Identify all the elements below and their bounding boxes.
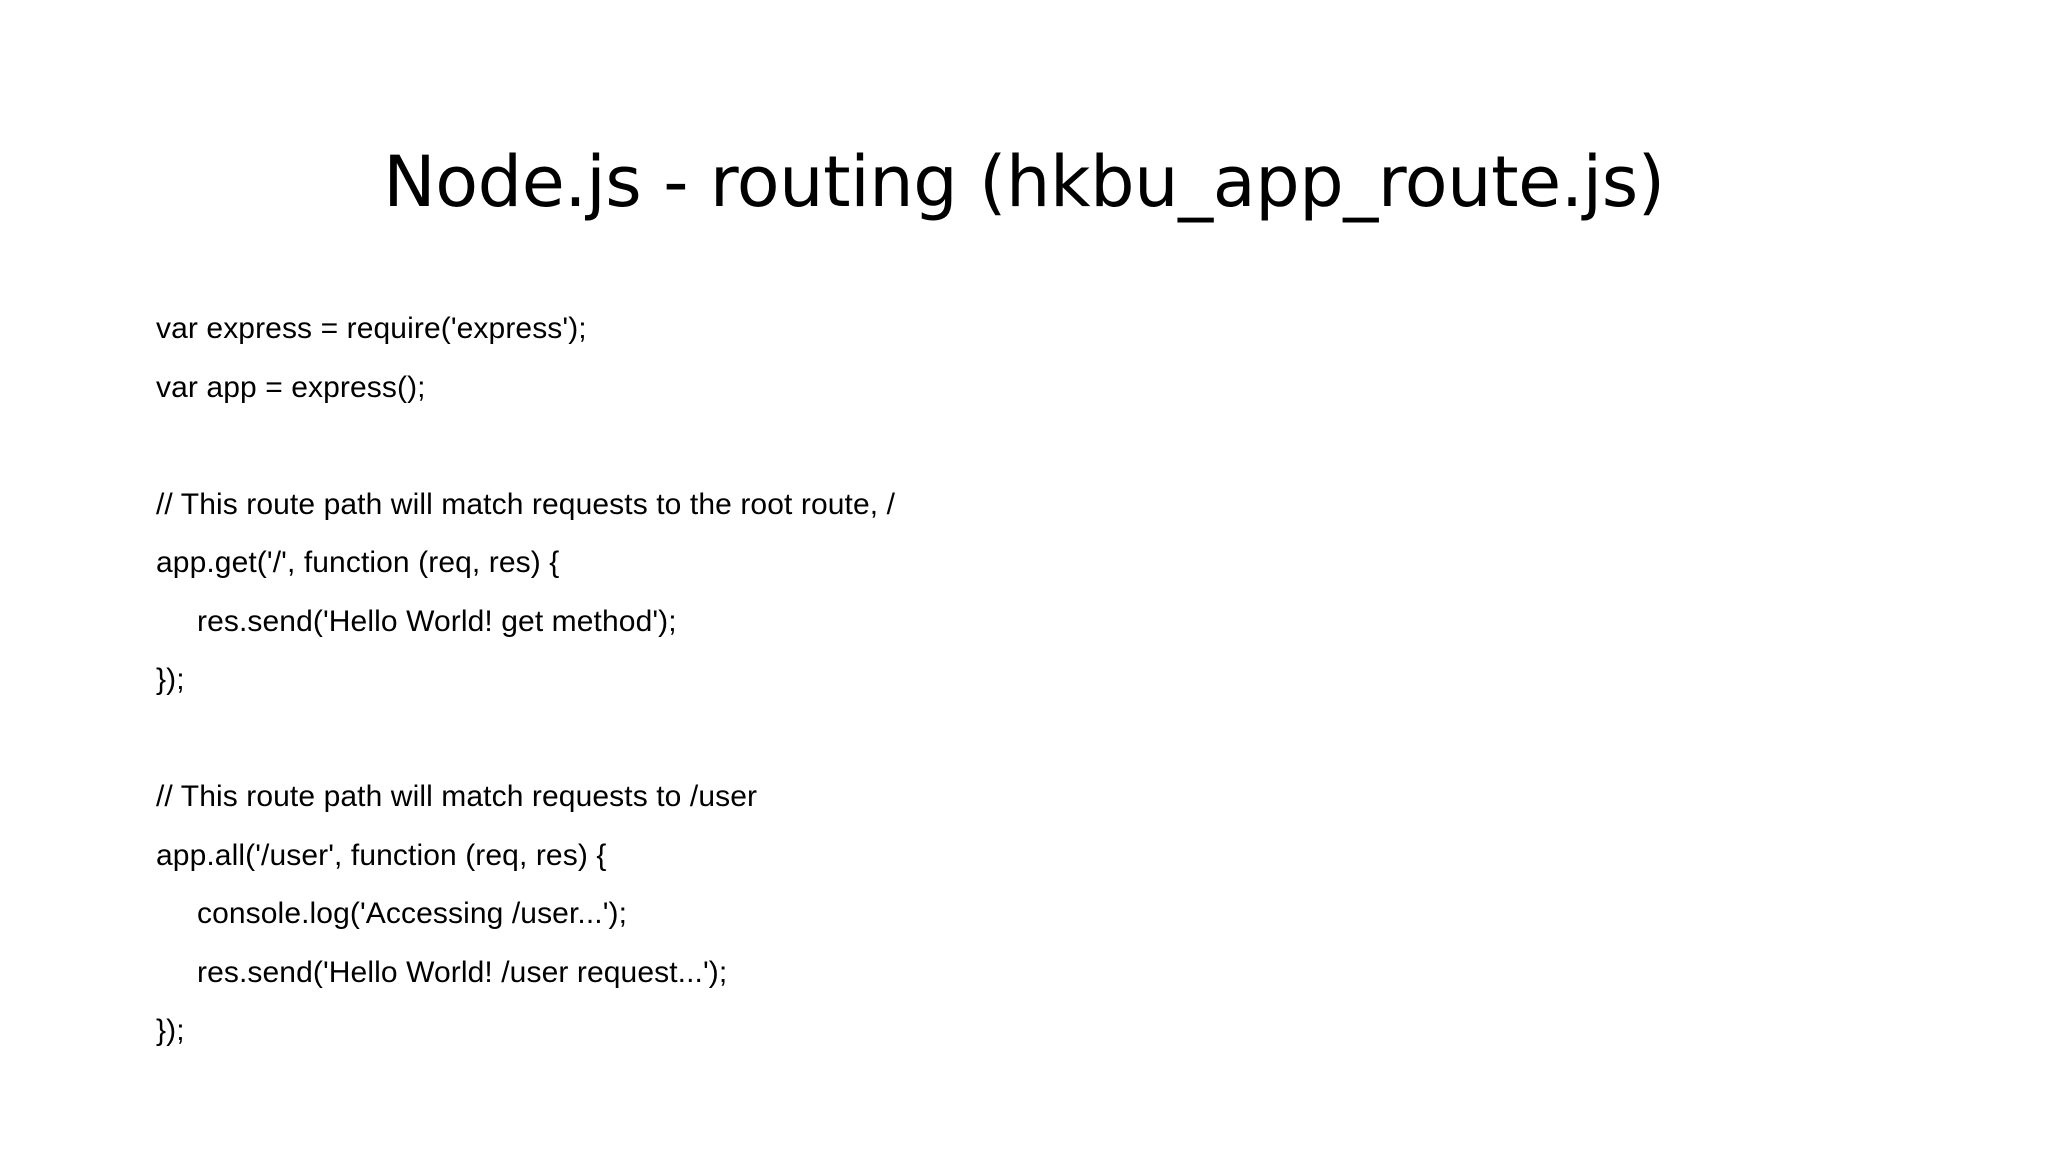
code-block: var express = require('express'); var app… <box>156 300 1936 1061</box>
code-line-blank <box>156 710 1936 769</box>
code-line: res.send('Hello World! get method'); <box>197 604 677 638</box>
code-line: }); <box>156 1014 185 1047</box>
code-line: app.all('/user', function (req, res) { <box>156 838 607 872</box>
code-line: }); <box>156 663 185 696</box>
code-line: // This route path will match requests t… <box>156 780 758 813</box>
code-line: res.send('Hello World! /user request...'… <box>197 955 728 989</box>
code-line: // This route path will match requests t… <box>156 487 896 521</box>
code-line: var express = require('express'); <box>156 312 587 345</box>
code-line: var app = express(); <box>156 370 426 404</box>
page-title: Node.js - routing (hkbu_app_route.js) <box>383 140 1665 223</box>
code-line-blank <box>156 417 1936 476</box>
code-line: console.log('Accessing /user...'); <box>197 897 628 930</box>
code-line: app.get('/', function (req, res) { <box>156 546 560 579</box>
